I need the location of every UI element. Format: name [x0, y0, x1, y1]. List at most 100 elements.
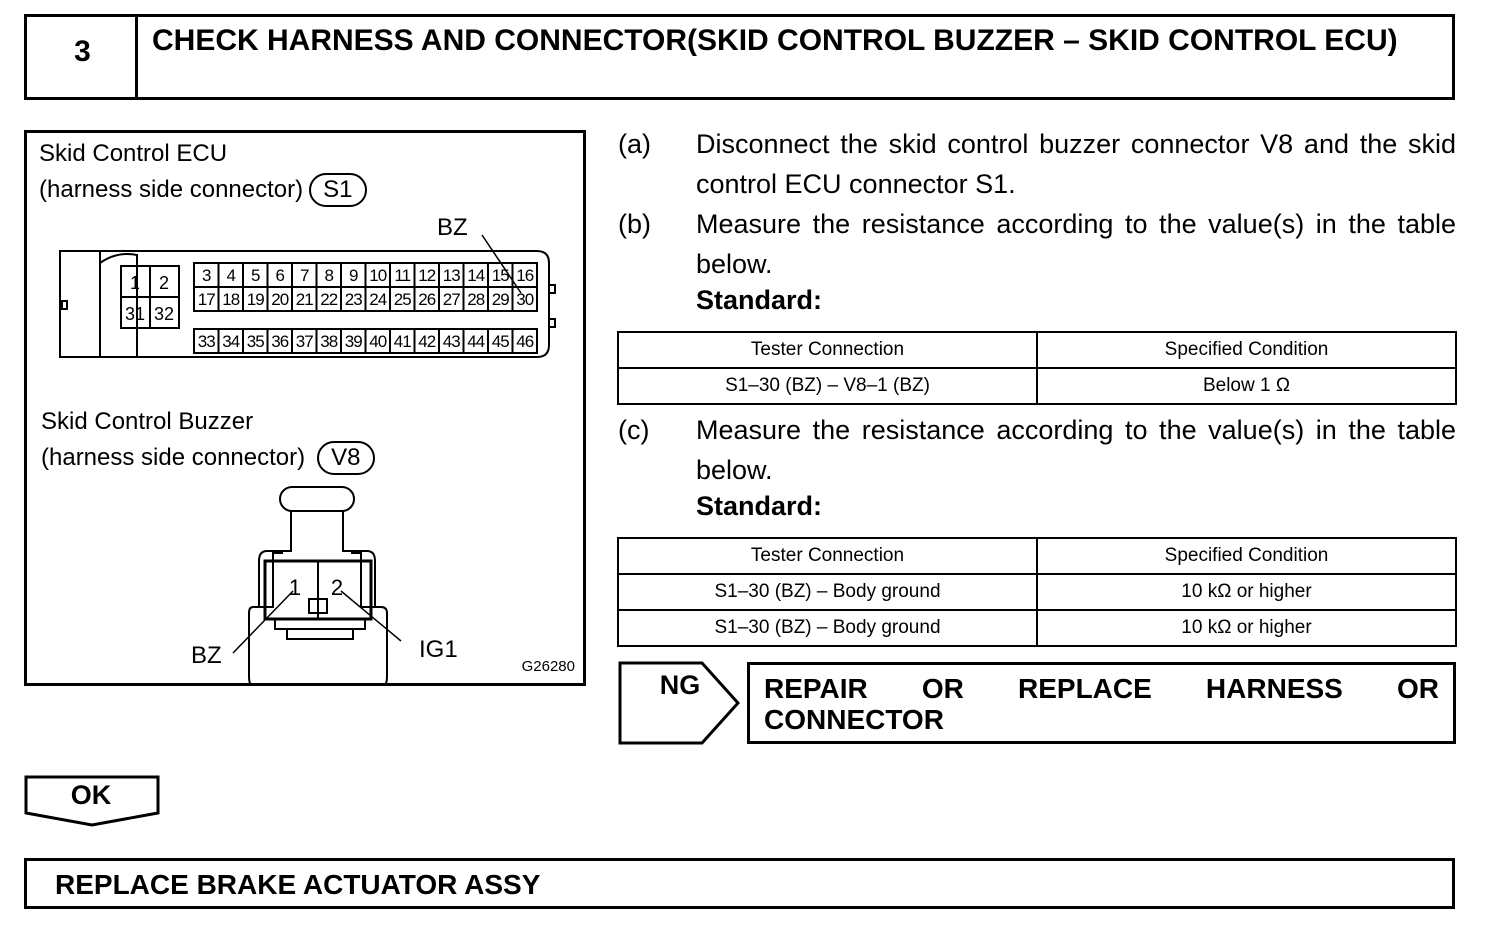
table-header: Tester Connection — [617, 331, 1038, 369]
table-row: S1–30 (BZ) – Body ground 10 kΩ or higher — [617, 573, 1457, 611]
ecu-pin-13: 13 — [443, 266, 460, 285]
ecu-bz-label: BZ — [437, 214, 468, 241]
buzzer-pin-2: 2 — [331, 575, 343, 600]
ecu-pin-45: 45 — [492, 332, 509, 351]
ecu-pin-1: 1 — [130, 273, 140, 293]
ecu-pin-44: 44 — [467, 332, 484, 351]
ecu-pin-16: 16 — [516, 266, 533, 285]
ecu-pin-4: 4 — [227, 266, 236, 285]
ecu-left-pin-block — [120, 265, 180, 329]
standard-label-2: Standard: — [696, 491, 823, 521]
table-row: S1–30 (BZ) – Body ground 10 kΩ or higher — [617, 609, 1457, 647]
instruction-b-text: Measure the resistance according to the … — [696, 209, 1456, 279]
ecu-pin-31: 31 — [125, 304, 145, 324]
ecu-subtitle: (harness side connector) — [39, 176, 304, 203]
instruction-b-mark: (b) — [618, 209, 651, 239]
table-row: S1–30 (BZ) – V8–1 (BZ) Below 1 Ω — [617, 367, 1457, 405]
ecu-pin-34: 34 — [222, 332, 239, 351]
instruction-a-text: Disconnect the skid control buzzer conne… — [696, 129, 1456, 199]
table-cell: S1–30 (BZ) – Body ground — [617, 609, 1038, 647]
ecu-subtitle-line: (harness side connector)S1 — [39, 171, 367, 208]
ecu-pin-14: 14 — [467, 266, 484, 285]
ecu-pin-7: 7 — [300, 266, 309, 285]
ecu-pin-23: 23 — [345, 290, 362, 309]
ecu-pin-10: 10 — [369, 266, 386, 285]
ecu-pin-21: 21 — [296, 290, 313, 309]
buzzer-bz-label: BZ — [191, 642, 222, 669]
step-title: CHECK HARNESS AND CONNECTOR(SKID CONTROL… — [135, 14, 1455, 100]
table-header-row: Tester Connection Specified Condition — [617, 331, 1457, 369]
instruction-a-mark: (a) — [618, 129, 651, 159]
buzzer-ig1-label: IG1 — [419, 636, 458, 663]
table-cell: S1–30 (BZ) – V8–1 (BZ) — [617, 367, 1038, 405]
spec-table-2: Tester Connection Specified Condition S1… — [617, 537, 1457, 647]
buzzer-subtitle-line: (harness side connector) V8 — [41, 439, 375, 476]
instruction-a: (a) Disconnect the skid control buzzer c… — [618, 124, 1456, 204]
ok-arrow-icon — [24, 775, 160, 827]
ecu-pin-36: 36 — [271, 332, 288, 351]
buzzer-subtitle: (harness side connector) — [41, 444, 306, 471]
ecu-pin-41: 41 — [394, 332, 411, 351]
ecu-pin-27: 27 — [443, 290, 460, 309]
ecu-pin-43: 43 — [443, 332, 460, 351]
ok-action-box: REPLACE BRAKE ACTUATOR ASSY — [24, 858, 1455, 909]
ecu-pin-3: 3 — [202, 266, 211, 285]
buzzer-title: Skid Control Buzzer — [41, 408, 254, 435]
ng-arrow-icon — [618, 661, 741, 745]
table-header-row: Tester Connection Specified Condition — [617, 537, 1457, 575]
instruction-c: (c) Measure the resistance according to … — [618, 410, 1456, 490]
ng-label: NG — [659, 670, 701, 700]
ecu-pin-5: 5 — [251, 266, 260, 285]
ecu-pin-8: 8 — [325, 266, 334, 285]
step-number: 3 — [24, 14, 138, 100]
ecu-pin-32: 32 — [154, 304, 174, 324]
buzzer-pin-1: 1 — [289, 575, 301, 600]
ecu-pin-42: 42 — [418, 332, 435, 351]
ecu-pin-2: 2 — [159, 273, 169, 293]
table-cell: Below 1 Ω — [1036, 367, 1457, 405]
ecu-pin-11: 11 — [394, 266, 410, 285]
ecu-pin-25: 25 — [394, 290, 411, 309]
table-cell: S1–30 (BZ) – Body ground — [617, 573, 1038, 611]
instruction-c-text: Measure the resistance according to the … — [696, 415, 1456, 485]
standard-label-1: Standard: — [696, 285, 823, 315]
ecu-connector-badge: S1 — [309, 173, 367, 207]
instruction-b: (b) Measure the resistance according to … — [618, 204, 1456, 284]
ok-label: OK — [70, 780, 112, 810]
ecu-pin-40: 40 — [369, 332, 386, 351]
table-header: Specified Condition — [1036, 537, 1457, 575]
ecu-pin-28: 28 — [467, 290, 484, 309]
ecu-pin-24: 24 — [369, 290, 386, 309]
ecu-pin-12: 12 — [418, 266, 435, 285]
ecu-pin-46: 46 — [516, 332, 533, 351]
ecu-pin-9: 9 — [349, 266, 358, 285]
ecu-pin-15: 15 — [492, 266, 509, 285]
ng-action-box: REPAIR OR REPLACE HARNESS OR CONNECTOR — [747, 662, 1456, 744]
ecu-pin-29: 29 — [492, 290, 509, 309]
ecu-pin-cell — [511, 286, 538, 312]
ecu-pin-37: 37 — [296, 332, 313, 351]
ecu-pin-38: 38 — [320, 332, 337, 351]
ecu-pin-39: 39 — [345, 332, 362, 351]
ecu-pin-17: 17 — [198, 290, 215, 309]
ecu-pin-30: 30 — [516, 290, 533, 309]
ecu-pin-18: 18 — [222, 290, 239, 309]
ecu-pin-19: 19 — [247, 290, 264, 309]
ecu-pin-33: 33 — [198, 332, 215, 351]
spec-table-1: Tester Connection Specified Condition S1… — [617, 331, 1457, 405]
connector-figure: Skid Control ECU (harness side connector… — [24, 130, 586, 686]
ecu-pin-35: 35 — [247, 332, 264, 351]
instruction-c-mark: (c) — [618, 415, 650, 445]
table-cell: 10 kΩ or higher — [1036, 573, 1457, 611]
ecu-pin-26: 26 — [418, 290, 435, 309]
ecu-pin-cell — [511, 328, 538, 354]
ecu-pin-22: 22 — [320, 290, 337, 309]
table-header: Specified Condition — [1036, 331, 1457, 369]
ecu-title: Skid Control ECU — [39, 140, 228, 167]
buzzer-connector-badge: V8 — [317, 441, 375, 475]
ecu-pin-20: 20 — [271, 290, 288, 309]
table-header: Tester Connection — [617, 537, 1038, 575]
figure-code: G26280 — [521, 658, 575, 675]
buzzer-connector-icon — [232, 486, 402, 683]
